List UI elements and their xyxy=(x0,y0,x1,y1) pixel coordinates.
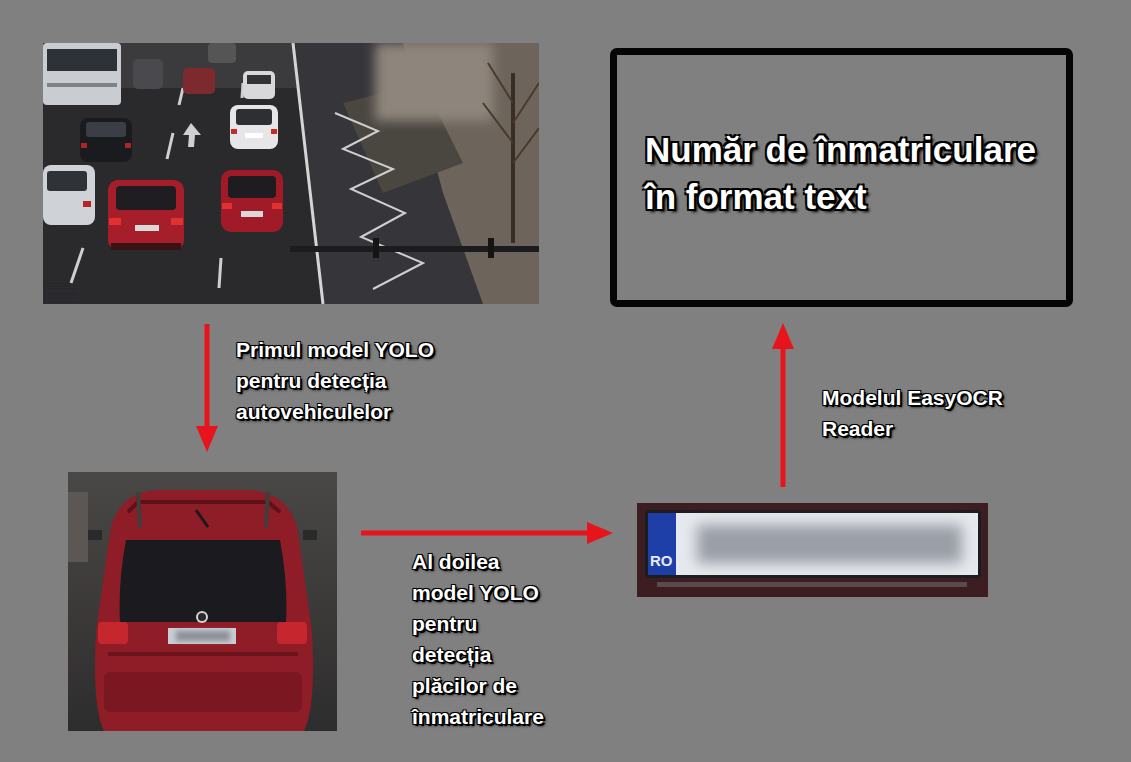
output-box: Număr de înmatriculare în format text xyxy=(610,48,1073,307)
traffic-photo-node xyxy=(43,43,539,304)
arrow-shaft xyxy=(361,531,591,536)
red-car xyxy=(88,490,317,731)
output-text: Număr de înmatriculare în format text xyxy=(645,126,1055,220)
road-marking xyxy=(68,492,88,562)
flow-arrow xyxy=(361,522,613,544)
plate-crop-node: RO xyxy=(637,503,988,597)
traffic-photo xyxy=(43,43,539,304)
lane-edge xyxy=(293,43,323,304)
red-car xyxy=(221,170,283,232)
arrow-shaft xyxy=(781,345,786,487)
arrow-head xyxy=(587,522,613,544)
arrow-head xyxy=(772,323,794,349)
flow-arrow xyxy=(196,324,218,452)
tree xyxy=(483,63,539,243)
car xyxy=(133,43,275,99)
arrow-shaft xyxy=(205,324,210,430)
bike-lane xyxy=(293,43,539,304)
road xyxy=(68,472,337,731)
white-car xyxy=(230,105,278,149)
blurred-plate xyxy=(697,525,962,563)
asphalt xyxy=(43,43,539,304)
bus xyxy=(43,43,121,105)
silver-car xyxy=(43,165,95,225)
eu-strip xyxy=(648,513,676,575)
zigzag-marking xyxy=(335,113,423,289)
car-body xyxy=(637,503,988,597)
vehicle-crop-node xyxy=(68,472,337,731)
arrow-marking xyxy=(183,123,201,147)
arrow-head xyxy=(196,426,218,452)
red-car xyxy=(108,180,184,250)
edge-label: Primul model YOLO pentru detecția autove… xyxy=(236,334,471,427)
flow-arrow xyxy=(772,323,794,487)
blurred-plate xyxy=(176,631,230,641)
dealer-strip xyxy=(657,582,967,587)
black-car xyxy=(80,118,132,162)
edge-label: Modelul EasyOCR Reader xyxy=(822,382,1037,444)
vehicle-crop xyxy=(68,472,337,731)
blurred-area xyxy=(375,43,493,121)
country-code: RO xyxy=(650,552,673,569)
signal-pole xyxy=(290,238,539,258)
plate-crop xyxy=(637,503,988,597)
lane-dashes xyxy=(71,83,243,288)
plate-frame xyxy=(645,510,981,578)
edge-label: Al doilea model YOLO pentru detecția plă… xyxy=(412,546,557,732)
license-plate xyxy=(168,628,236,644)
license-plate xyxy=(676,513,978,575)
corner-mark xyxy=(43,287,83,304)
